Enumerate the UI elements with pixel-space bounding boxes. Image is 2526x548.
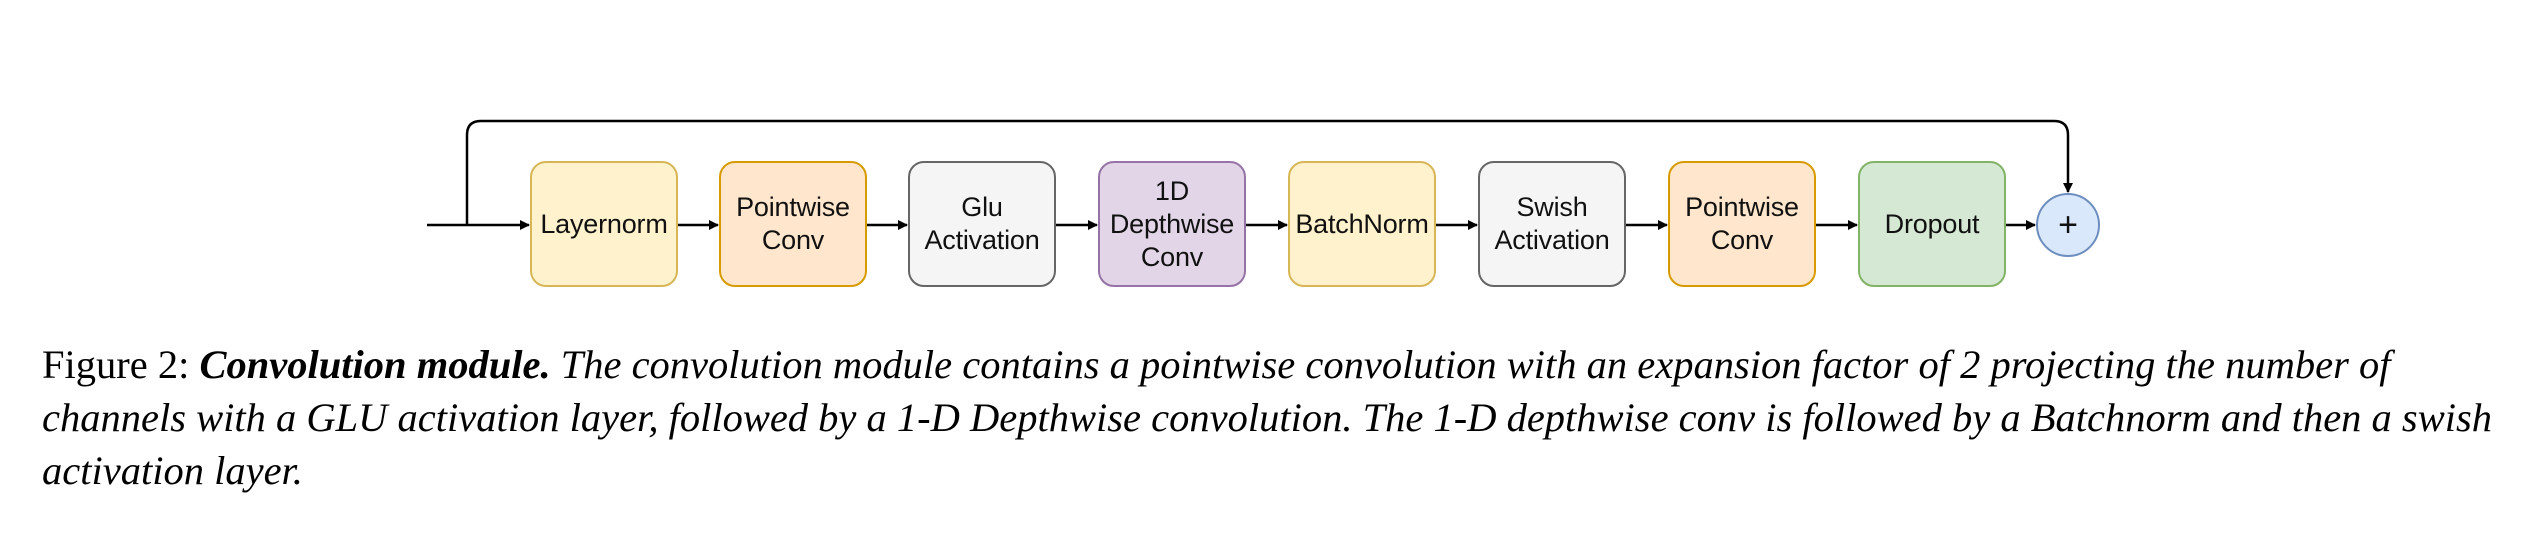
caption-body: The convolution module contains a pointw…	[42, 342, 2492, 493]
diagram-edges	[427, 119, 2073, 230]
block-1d-depthwise-conv: 1D Depthwise Conv	[1098, 161, 1246, 287]
block-pointwise-conv-2: Pointwise Conv	[1668, 161, 1816, 287]
block-batchnorm: BatchNorm	[1288, 161, 1436, 287]
block-layernorm: Layernorm	[530, 161, 678, 287]
block-pointwise-conv-1: Pointwise Conv	[719, 161, 867, 287]
block-dropout: Dropout	[1858, 161, 2006, 287]
block-glu-activation: Glu Activation	[908, 161, 1056, 287]
convolution-module-diagram: Layernorm Pointwise Conv Glu Activation …	[427, 119, 2100, 287]
residual-add-node: +	[2036, 193, 2100, 257]
caption-title: Convolution module.	[199, 342, 551, 387]
figure-caption: Figure 2: Convolution module. The convol…	[42, 338, 2492, 497]
block-swish-activation: Swish Activation	[1478, 161, 1626, 287]
caption-label: Figure 2:	[42, 342, 200, 387]
residual-skip-connection	[465, 119, 2073, 225]
